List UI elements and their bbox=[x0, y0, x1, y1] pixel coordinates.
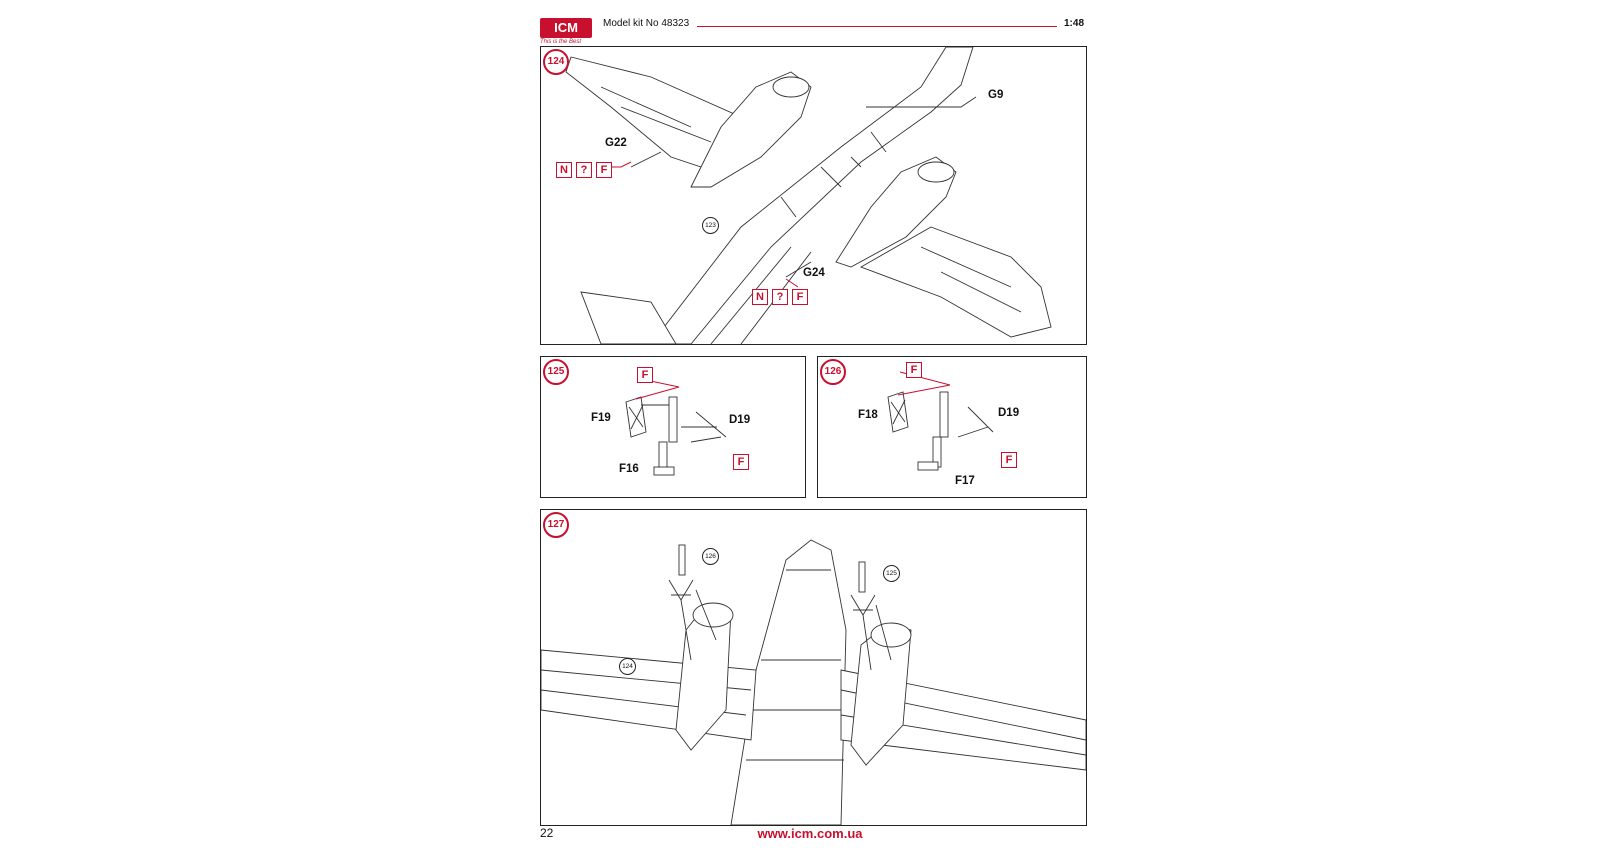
website-link[interactable]: www.icm.com.ua bbox=[757, 826, 863, 841]
step-number-badge: 127 bbox=[543, 512, 569, 538]
note-tag-f: F bbox=[637, 367, 653, 383]
part-label-d19: D19 bbox=[729, 414, 751, 426]
note-tag-question: ? bbox=[576, 162, 592, 178]
note-tag-question: ? bbox=[772, 289, 788, 305]
part-label-f16: F16 bbox=[619, 463, 639, 475]
note-tag-n: N bbox=[752, 289, 768, 305]
note-tag-f: F bbox=[1001, 452, 1017, 468]
aircraft-underside-drawing bbox=[541, 539, 1086, 825]
step-number-badge: 125 bbox=[543, 359, 569, 385]
part-label-g22: G22 bbox=[605, 137, 627, 149]
note-tag-f: F bbox=[906, 362, 922, 378]
part-label-f19: F19 bbox=[591, 412, 611, 424]
step-125-panel: 125 F F F19 D19 F16 bbox=[540, 356, 806, 498]
step-reference-badge: 123 bbox=[702, 217, 719, 234]
step-number-badge: 126 bbox=[820, 359, 846, 385]
page-number: 22 bbox=[540, 826, 554, 840]
part-label-f17: F17 bbox=[955, 475, 975, 487]
landing-gear-drawing bbox=[625, 378, 727, 476]
step-number-badge: 124 bbox=[543, 49, 569, 75]
landing-gear-drawing bbox=[887, 371, 994, 471]
icm-logo: ICM bbox=[540, 18, 592, 38]
header-divider bbox=[697, 26, 1057, 27]
kit-title: Model kit No 48323 bbox=[603, 18, 690, 29]
note-tag-f: F bbox=[596, 162, 612, 178]
step-124-panel: 124 G9 G22 G24 123 N ? F N ? F bbox=[540, 46, 1087, 345]
note-tag-n: N bbox=[556, 162, 572, 178]
part-label-f18: F18 bbox=[858, 409, 878, 421]
note-tag-f: F bbox=[792, 289, 808, 305]
aircraft-top-view-drawing bbox=[565, 47, 1052, 344]
note-tag-f: F bbox=[733, 454, 749, 470]
logo-tagline: This is the Best bbox=[540, 39, 582, 45]
part-label-g24: G24 bbox=[803, 267, 825, 279]
part-label-g9: G9 bbox=[988, 89, 1004, 101]
step-reference-badge: 124 bbox=[619, 658, 636, 675]
step-reference-badge: 126 bbox=[702, 548, 719, 565]
kit-scale: 1:48 bbox=[1064, 18, 1085, 29]
part-label-d19: D19 bbox=[998, 407, 1020, 419]
step-126-panel: 126 F F F18 D19 F17 bbox=[817, 356, 1087, 498]
step-127-panel: 127 126 125 124 bbox=[540, 509, 1087, 826]
step-reference-badge: 125 bbox=[883, 565, 900, 582]
